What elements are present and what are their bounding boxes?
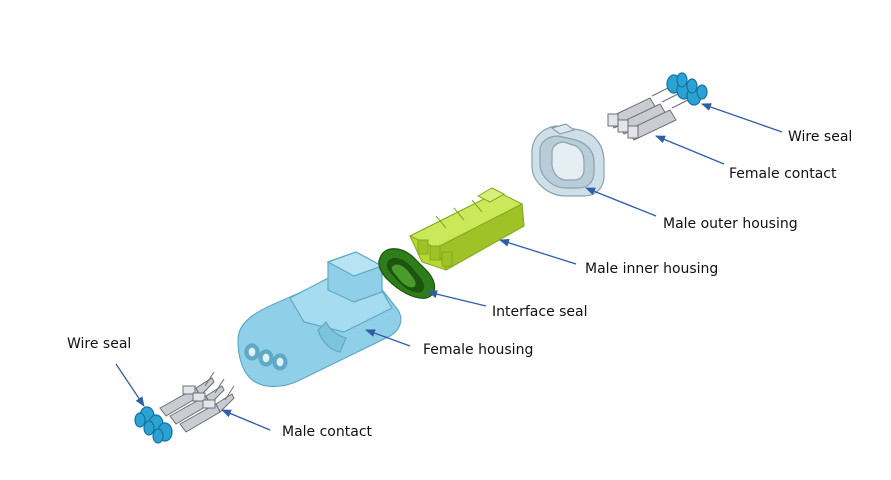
arrow-interface-seal [427, 290, 487, 307]
interface-seal-part [378, 248, 436, 299]
label-female-contact: Female contact [729, 166, 837, 182]
arrow-male-contact [221, 409, 271, 431]
male-outer-housing-part [531, 123, 605, 197]
label-female-housing: Female housing [423, 342, 534, 358]
male-inner-housing-part [408, 187, 525, 271]
male-contact-part [134, 371, 235, 444]
leader-arrows [115, 103, 783, 431]
female-contact-part [607, 85, 693, 141]
male-contact-pins [159, 371, 235, 433]
label-wire-seal-bottom: Wire seal [67, 336, 132, 352]
female-housing-part [237, 251, 402, 388]
label-male-contact: Male contact [282, 424, 373, 440]
arrow-female-contact [655, 135, 725, 165]
label-male-inner-housing: Male inner housing [585, 261, 719, 277]
wire-seal-bottom-part [134, 406, 173, 444]
arrow-wire-seal-top [701, 103, 783, 133]
arrow-male-inner-housing [499, 238, 577, 265]
arrow-wire-seal-bottom [115, 363, 145, 407]
wire-seal-top-part [666, 72, 708, 106]
label-interface-seal: Interface seal [492, 304, 588, 320]
label-male-outer-housing: Male outer housing [663, 216, 798, 232]
label-wire-seal-top: Wire seal [788, 129, 853, 145]
arrow-female-housing [365, 329, 411, 347]
arrow-male-outer-housing [585, 187, 657, 217]
